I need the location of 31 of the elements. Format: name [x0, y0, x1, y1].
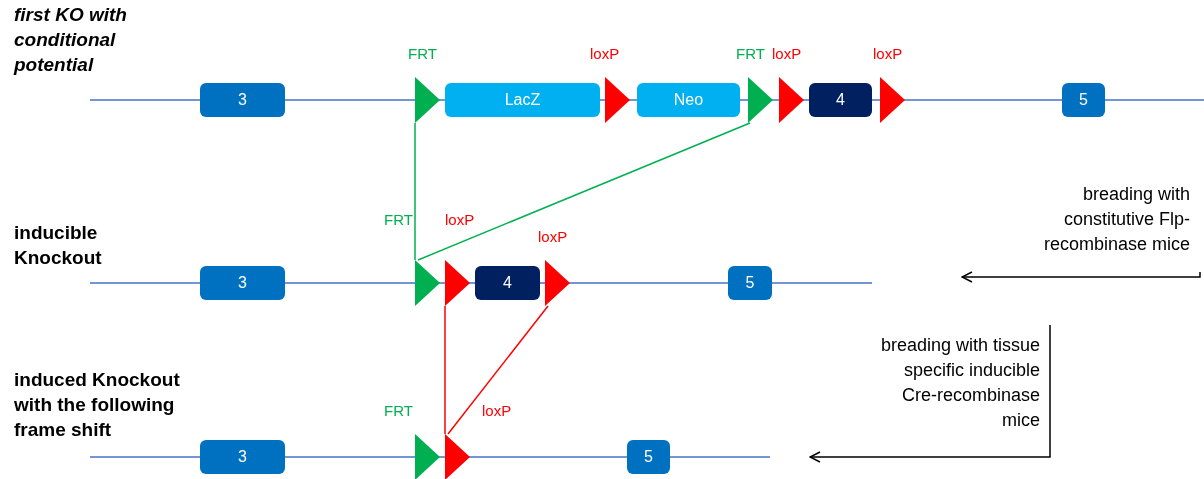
- connector-line: [447, 305, 549, 435]
- exon-box: 3: [200, 83, 285, 117]
- exon-box: Neo: [637, 83, 740, 117]
- exon-box: 3: [200, 266, 285, 300]
- breeding-note: breading with constitutive Flp-recombinase mice: [1000, 182, 1200, 272]
- connector-line: [414, 122, 416, 261]
- exon-box: 4: [809, 83, 872, 117]
- site-label: loxP: [445, 211, 475, 228]
- exon-box: 3: [200, 440, 285, 474]
- row-label: first KO with conditional potential: [14, 3, 128, 77]
- exon-box: 5: [728, 266, 772, 300]
- arrow: [809, 324, 1051, 463]
- site-label: loxP: [590, 45, 620, 62]
- site-label: FRT: [736, 45, 765, 62]
- row-label: inducible Knockout: [14, 221, 103, 270]
- site-label: loxP: [873, 45, 903, 62]
- exon-box: LacZ: [445, 83, 600, 117]
- site-label: FRT: [384, 211, 413, 228]
- site-label: loxP: [772, 45, 802, 62]
- site-label: loxP: [482, 402, 512, 419]
- exon-box: 5: [627, 440, 670, 474]
- site-label: FRT: [408, 45, 437, 62]
- breeding-note: breading with tissue specific inducible Cre-recombinase mice: [875, 333, 1050, 451]
- exon-box: 4: [475, 266, 540, 300]
- connector-line: [417, 122, 751, 261]
- site-label: FRT: [384, 402, 413, 419]
- arrow: [961, 271, 1201, 283]
- site-label: loxP: [538, 228, 568, 245]
- exon-box: 5: [1062, 83, 1105, 117]
- connector-line: [444, 305, 446, 435]
- row-label: induced Knockout with the following frame shift: [14, 368, 181, 442]
